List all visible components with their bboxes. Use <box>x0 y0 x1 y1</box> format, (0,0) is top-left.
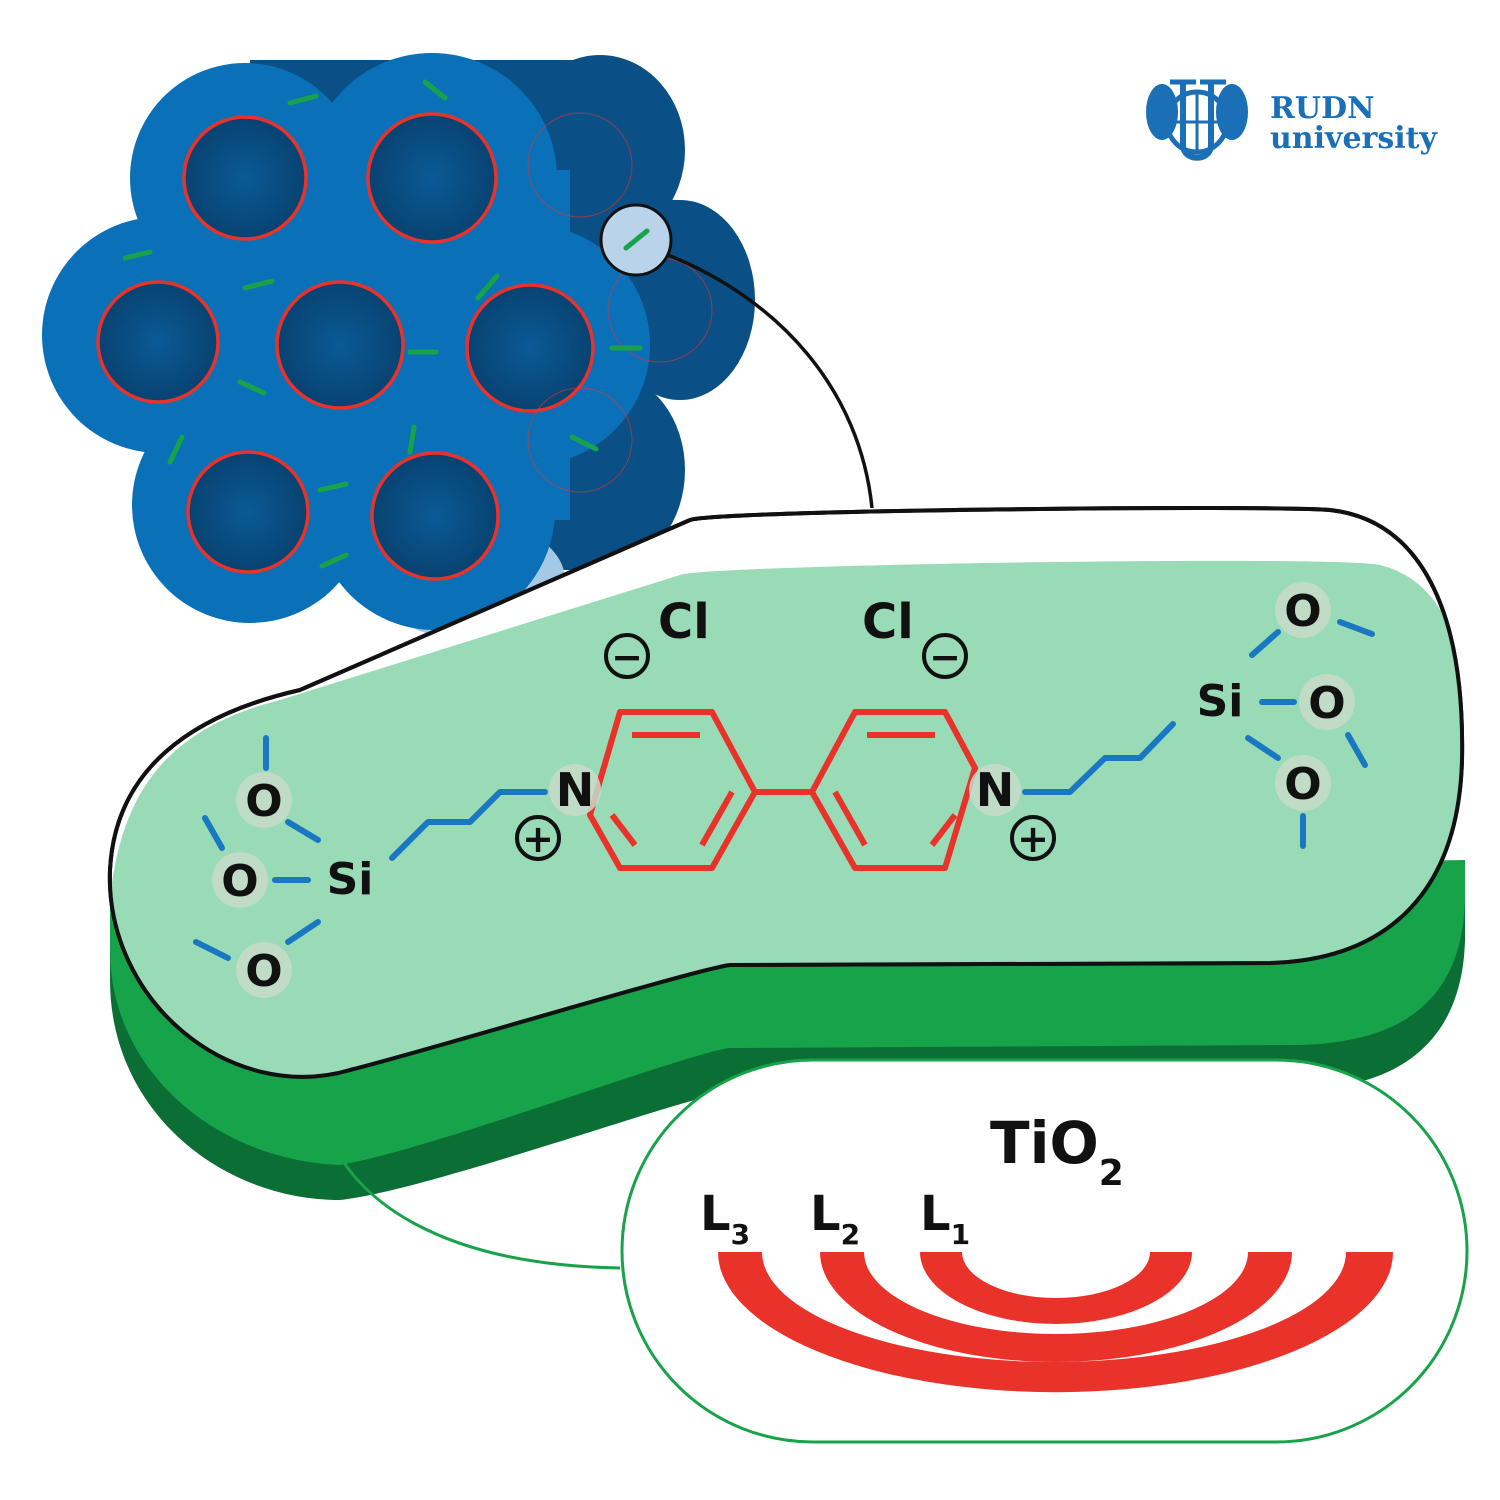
propyl-linkers <box>193 619 1375 961</box>
silicon-right: Si <box>1197 676 1244 727</box>
oxygen-right-top: O <box>1284 586 1321 637</box>
chloride-left: Cl <box>658 594 710 650</box>
svg-text:+: + <box>1017 817 1049 861</box>
level-label-3: L3 <box>700 1186 750 1251</box>
oxygen-left-top: O <box>245 776 282 827</box>
nitrogen-right: N <box>976 763 1015 817</box>
functionalized-slab <box>107 506 1465 1200</box>
level-arc-1 <box>920 1252 1192 1324</box>
pore <box>366 112 498 244</box>
brand-name-line1: RUDN <box>1270 91 1375 126</box>
pore <box>182 115 308 241</box>
chloride-right: Cl <box>862 594 914 650</box>
brand-name-line2: university <box>1270 121 1438 156</box>
propyl-linker-right <box>1022 721 1176 795</box>
pore <box>275 280 405 410</box>
pores <box>96 112 595 581</box>
zoom-connector-line <box>667 253 874 509</box>
level-label-1: L1 <box>920 1186 970 1251</box>
charge-minus-left: − <box>604 633 650 679</box>
slab-outline <box>107 506 1465 1079</box>
organic-groups <box>122 79 643 569</box>
pore <box>96 280 220 404</box>
rudn-logo: RUDN university <box>1146 79 1438 161</box>
charge-plus-left: + <box>515 815 561 861</box>
silicon-left: Si <box>327 854 374 905</box>
viologen-molecule: N N Si Si O O O O O O Cl Cl − − + + <box>193 582 1375 998</box>
propyl-linker-left <box>389 789 548 861</box>
charge-plus-right: + <box>1010 815 1056 861</box>
oxygen-left-middle: O <box>221 856 258 907</box>
oxygen-right-middle: O <box>1308 678 1345 729</box>
charge-minus-right: − <box>922 633 968 679</box>
pyridine-ring-left <box>587 709 758 871</box>
tio2-label: TiO2 <box>990 1109 1124 1194</box>
atom-halos <box>212 582 1355 998</box>
level-arc-2 <box>820 1252 1292 1362</box>
nitrogen-left: N <box>556 763 595 817</box>
pore <box>465 283 595 413</box>
svg-text:+: + <box>522 817 554 861</box>
pore <box>186 450 310 574</box>
tio2-connector-line <box>323 1124 621 1270</box>
tio2-callout: TiO2 L3 L2 L1 <box>620 1058 1469 1444</box>
energy-level-arcs <box>718 1252 1393 1393</box>
rudn-emblem-icon <box>1146 79 1248 161</box>
svg-text:−: − <box>611 635 643 679</box>
mesoporous-silica-bundle <box>42 53 755 640</box>
level-arc-3 <box>718 1252 1393 1393</box>
bipyridinium-rings <box>587 709 978 871</box>
oxygen-right-bottom: O <box>1284 759 1321 810</box>
oxygen-left-bottom: O <box>245 946 282 997</box>
pore <box>370 451 500 581</box>
organic-group-zoomed <box>623 228 650 251</box>
svg-text:−: − <box>929 635 961 679</box>
level-label-2: L2 <box>810 1186 860 1251</box>
